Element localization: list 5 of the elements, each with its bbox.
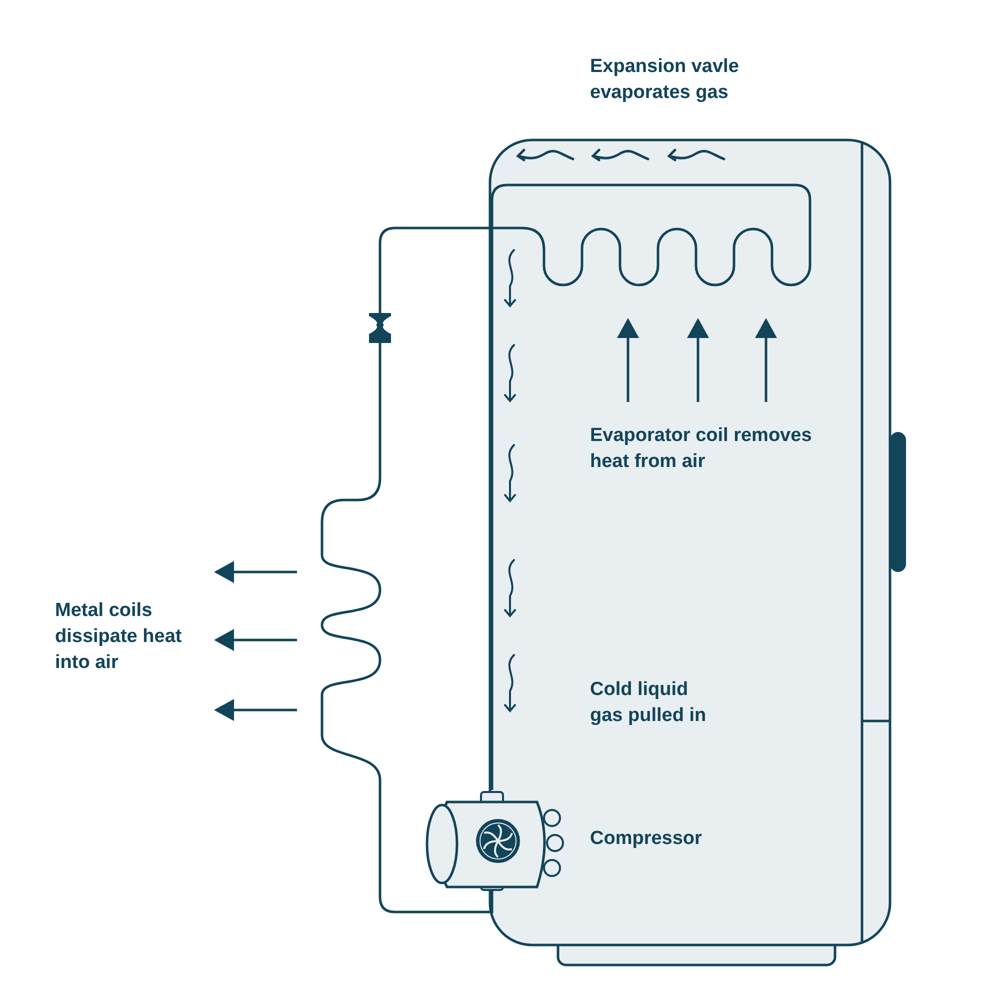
annotation-text: Compressor [590,827,703,851]
annotation-text: Evaporator coil removes heat from air [590,424,813,474]
annotation-text: Cold liquid gas pulled in [590,678,708,728]
annotation-text: Metal coils dissipate heat into air [55,599,183,675]
annotation-text: Expansion vavle evaporates gas [590,55,740,105]
